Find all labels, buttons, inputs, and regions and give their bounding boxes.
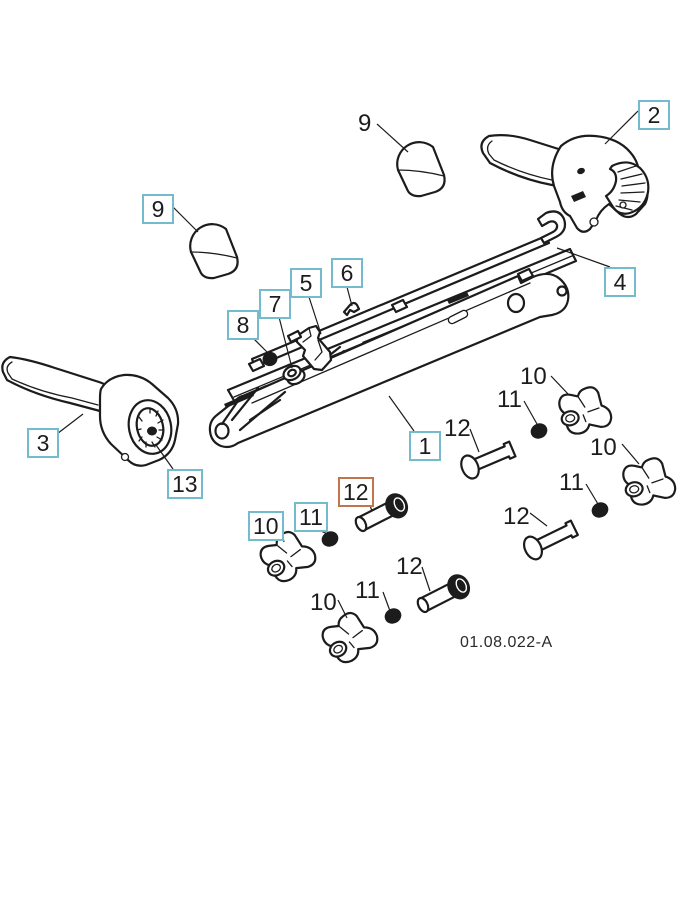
callout-6[interactable]: 6 [331, 258, 363, 288]
callout-10-c: 10 [590, 434, 617, 461]
leader-13 [155, 444, 174, 470]
leader-12-d [421, 566, 431, 592]
callout-7[interactable]: 7 [259, 289, 291, 319]
rod-hook [536, 210, 567, 245]
callout-10-d: 10 [310, 589, 337, 616]
leader-12-b [469, 428, 480, 453]
callout-12-b: 12 [444, 415, 471, 442]
part-knob-9-top [396, 141, 446, 198]
leader-2 [604, 110, 639, 145]
part-clip-6 [342, 301, 361, 317]
leader-12-c [529, 512, 548, 527]
callout-10-b: 10 [520, 363, 547, 390]
callout-9-top: 9 [358, 110, 372, 137]
callout-11-b: 11 [497, 386, 522, 413]
part-washer-7 [282, 364, 306, 386]
leader-10-c [621, 443, 640, 465]
part-handle-3 [1, 355, 180, 467]
leader-5 [308, 296, 322, 335]
leader-11-b [523, 400, 538, 425]
callout-11-c: 11 [559, 469, 584, 496]
leader-4 [556, 247, 611, 268]
leader-9-top [376, 123, 409, 153]
callout-4[interactable]: 4 [604, 267, 636, 297]
callout-9-left[interactable]: 9 [142, 194, 174, 224]
leader-6 [346, 286, 353, 307]
callout-5[interactable]: 5 [290, 268, 322, 298]
part-cap-8 [262, 351, 278, 367]
callout-10-a[interactable]: 10 [248, 511, 284, 541]
part-bracket-5 [286, 324, 333, 372]
callout-12-a[interactable]: 12 [338, 477, 374, 507]
leader-1 [388, 395, 415, 432]
leader-10-d [337, 599, 348, 619]
callout-3[interactable]: 3 [27, 428, 59, 458]
callout-11-a[interactable]: 11 [294, 502, 328, 532]
callout-1[interactable]: 1 [409, 431, 441, 461]
callout-13[interactable]: 13 [167, 469, 203, 499]
part-clamp-13 [127, 399, 173, 455]
callout-12-c: 12 [503, 503, 530, 530]
rail-left-struts [220, 386, 287, 432]
leader-11-d [382, 591, 391, 612]
leader-11-c [585, 483, 599, 505]
part-handle-2 [480, 134, 650, 233]
part-knob-9-left [189, 223, 239, 280]
figure-code: 01.08.022-A [460, 634, 553, 651]
callout-11-d: 11 [355, 577, 380, 604]
callout-2[interactable]: 2 [638, 100, 670, 130]
callout-8[interactable]: 8 [227, 310, 259, 340]
leader-7 [278, 316, 293, 369]
leader-10-b [550, 375, 570, 396]
leader-9-left [171, 205, 199, 233]
callout-12-d: 12 [396, 553, 423, 580]
